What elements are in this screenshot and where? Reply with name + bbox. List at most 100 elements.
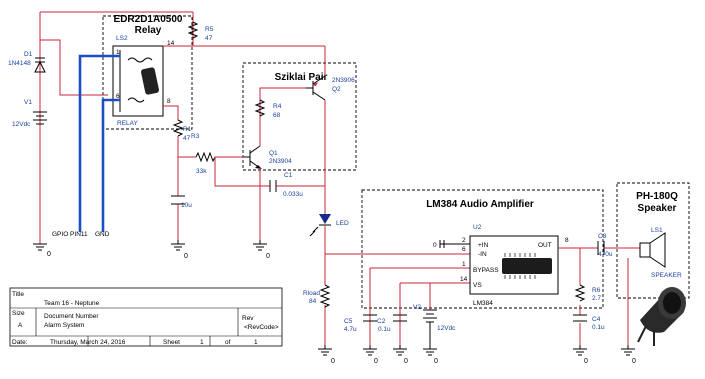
- diode-d1: [34, 57, 46, 73]
- diode-branch-wire: [40, 39, 108, 96]
- bypass-wire: [369, 267, 470, 345]
- speaker-label: SPEAKER: [651, 272, 682, 279]
- pin-8-label: 8: [565, 237, 569, 244]
- ls1-ref: LS1: [651, 227, 663, 234]
- r6-value: 2.7: [592, 295, 601, 302]
- r3-ref: R3: [191, 133, 200, 140]
- pin-1-label: 1: [462, 261, 466, 268]
- capacitor-c5: [363, 314, 377, 322]
- r5-ref: R5: [205, 26, 214, 33]
- q2-value: 2N3906: [332, 77, 355, 84]
- relay-pin-1: 1: [116, 49, 120, 56]
- ground-cap-left: [171, 240, 185, 251]
- c5-value: 4.7u: [344, 326, 357, 333]
- relay-body: [112, 45, 164, 117]
- top-supply-wire: [39, 11, 193, 244]
- title-label: Title: [12, 291, 24, 298]
- c1-value: 0.033u: [283, 191, 303, 198]
- c3-ref: C3: [598, 233, 607, 240]
- q2-ref: Q2: [332, 86, 341, 93]
- pin-bypass: BYPASS: [473, 267, 499, 274]
- pin-vs: VS: [473, 282, 482, 289]
- ground-c4-label: 0: [584, 358, 588, 365]
- r5-value: 47: [205, 35, 213, 42]
- c5-ref: C5: [344, 318, 353, 325]
- v1-value: 12Vdc: [12, 121, 31, 128]
- amplifier-title: LM384 Audio Amplifier: [426, 199, 534, 210]
- u2-ref: U2: [473, 224, 482, 231]
- docnum-value: Alarm System: [44, 322, 84, 329]
- sheet-label: Sheet: [163, 339, 180, 346]
- led-label: LED: [336, 220, 349, 227]
- v1-ref: V1: [24, 99, 32, 106]
- ls2-ref: LS2: [116, 35, 128, 42]
- relay-coil: [127, 57, 153, 103]
- v2-ref: V2: [413, 304, 421, 311]
- pin-6-label: 6: [462, 246, 466, 253]
- c2-ref: C2: [377, 318, 386, 325]
- relay-photo: [141, 67, 159, 95]
- r1-ref: R1: [183, 126, 192, 133]
- c4-value: 0.1u: [592, 324, 605, 331]
- d1-ref: D1: [24, 51, 33, 58]
- ground-c2: [393, 345, 407, 356]
- sheet-value: 1: [200, 339, 204, 346]
- title-value: Team 16 - Neptune: [44, 300, 100, 307]
- pin-in-minus: -IN: [478, 251, 487, 258]
- gnd-label: GND: [95, 231, 110, 238]
- ground-speaker: [621, 345, 635, 356]
- r4-value: 68: [273, 112, 281, 119]
- c4-ref: C4: [592, 316, 601, 323]
- lm384-chip-icon: [502, 253, 552, 279]
- speaker-ls1: [639, 232, 666, 268]
- pin-14-label: 14: [460, 276, 468, 283]
- rload-value: 84: [309, 298, 317, 305]
- pin-2-label: 2: [462, 237, 466, 244]
- title-block: [9, 287, 283, 347]
- relay-pin-8: 8: [167, 98, 171, 105]
- q1-value: 2N3904: [269, 158, 292, 165]
- r1-to-base-wire: [177, 136, 196, 240]
- relay-part-title: EDR2D1A0500: [114, 14, 183, 25]
- transistor-q2: [306, 75, 326, 101]
- ground-c5: [363, 345, 377, 356]
- sziklai-pair-box: [242, 62, 357, 171]
- r3-value: 33k: [196, 168, 207, 175]
- battery-v1: [33, 111, 47, 125]
- r4-ref: R4: [273, 103, 282, 110]
- date-value: Thursday, March 24, 2016: [50, 339, 126, 346]
- relay-pin14-wire: [163, 12, 325, 47]
- ground-rload-label: 0: [331, 358, 335, 365]
- rev-value: <RevCode>: [244, 324, 279, 331]
- speaker-model-title: PH-180Q: [636, 191, 678, 202]
- pin-in-plus: +IN: [478, 242, 489, 249]
- gpio-pin11-wire: [78, 54, 120, 232]
- resistor-r3: [195, 151, 216, 163]
- c2-value: 0.1u: [378, 326, 391, 333]
- battery-v2: [423, 309, 437, 345]
- ground-c5-label: 0: [374, 358, 378, 365]
- speaker-box: [616, 182, 690, 299]
- ground-c4: [573, 345, 587, 356]
- ground-c2-label: 0: [404, 358, 408, 365]
- capacitor-c2: [393, 314, 407, 322]
- amplifier-box: [361, 189, 604, 309]
- ground-q1: [253, 240, 267, 251]
- rev-label: Rev: [242, 315, 254, 322]
- resistor-r5: [187, 21, 199, 39]
- c3-value: 470u: [598, 251, 613, 258]
- ground-v1: [33, 243, 47, 251]
- ground-v2: [423, 345, 437, 356]
- of-value: 1: [254, 339, 258, 346]
- lm384-body: [469, 235, 559, 295]
- relay-value: RELAY: [117, 120, 138, 127]
- relay-title: Relay: [135, 25, 162, 36]
- rload-ref: Rload: [303, 290, 320, 297]
- transistor-q1: [244, 145, 262, 169]
- amp-out-wire: [558, 247, 640, 345]
- zero-left-label: 0: [433, 242, 437, 249]
- ground-rload: [318, 345, 332, 356]
- v2-value: 12Vdc: [437, 325, 456, 332]
- siren-photo: [637, 287, 686, 346]
